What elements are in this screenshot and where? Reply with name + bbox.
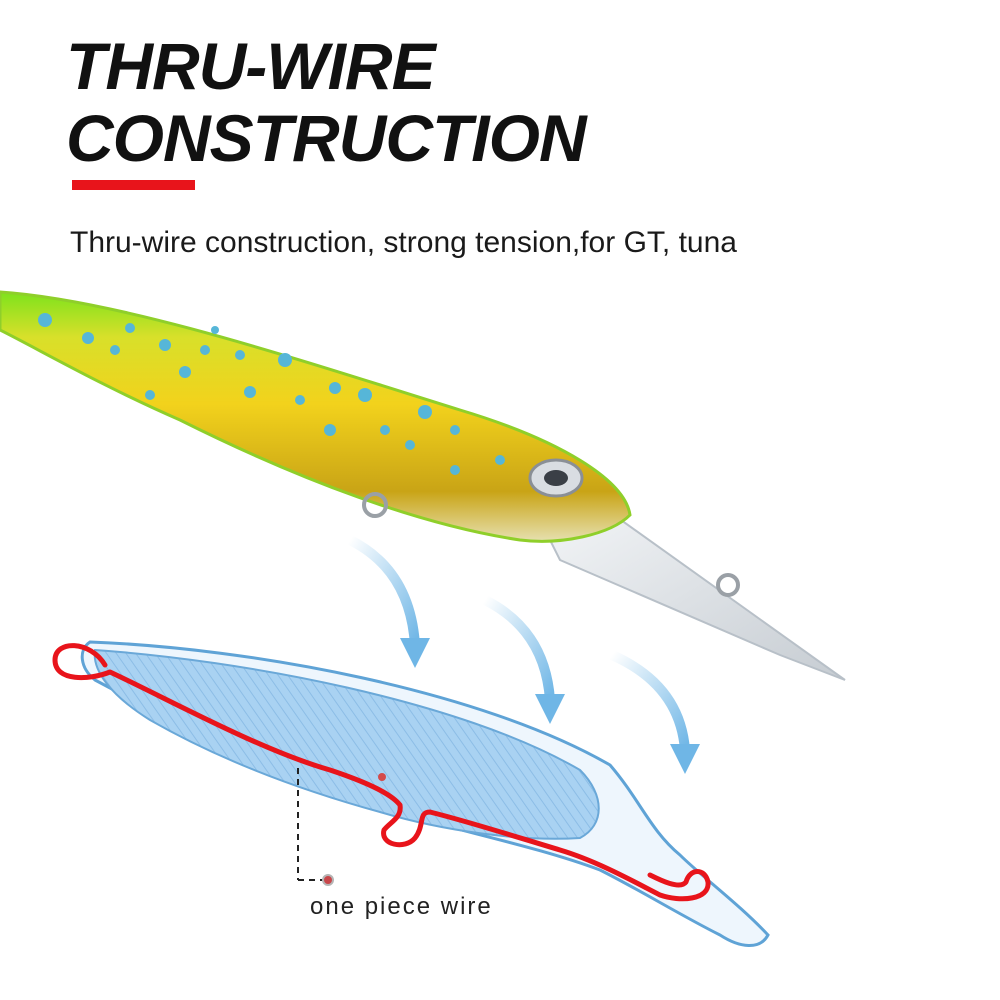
lure-lip-ring <box>716 573 740 597</box>
lure-body <box>0 290 632 543</box>
curved-arrow-icon <box>345 535 430 668</box>
wire-line-icon <box>52 643 711 902</box>
subtitle: Thru-wire construction, strong tension,f… <box>70 226 737 259</box>
wire-marker <box>378 773 386 781</box>
lure-pupil <box>544 470 568 486</box>
headline: THRU-WIRE CONSTRUCTION <box>66 29 587 175</box>
headline-line-1: THRU-WIRE <box>66 29 436 103</box>
lure-spots <box>38 313 505 475</box>
callout-leader <box>297 768 334 886</box>
lure-belly-ring <box>362 492 388 518</box>
callout-label: one piece wire <box>310 893 493 920</box>
curved-arrow-icon <box>480 595 565 724</box>
curved-arrow-icon <box>607 650 700 774</box>
fishing-lure-image <box>0 290 846 681</box>
headline-line-2: CONSTRUCTION <box>66 101 587 175</box>
accent-underline <box>72 180 195 190</box>
wire-path <box>52 643 711 902</box>
